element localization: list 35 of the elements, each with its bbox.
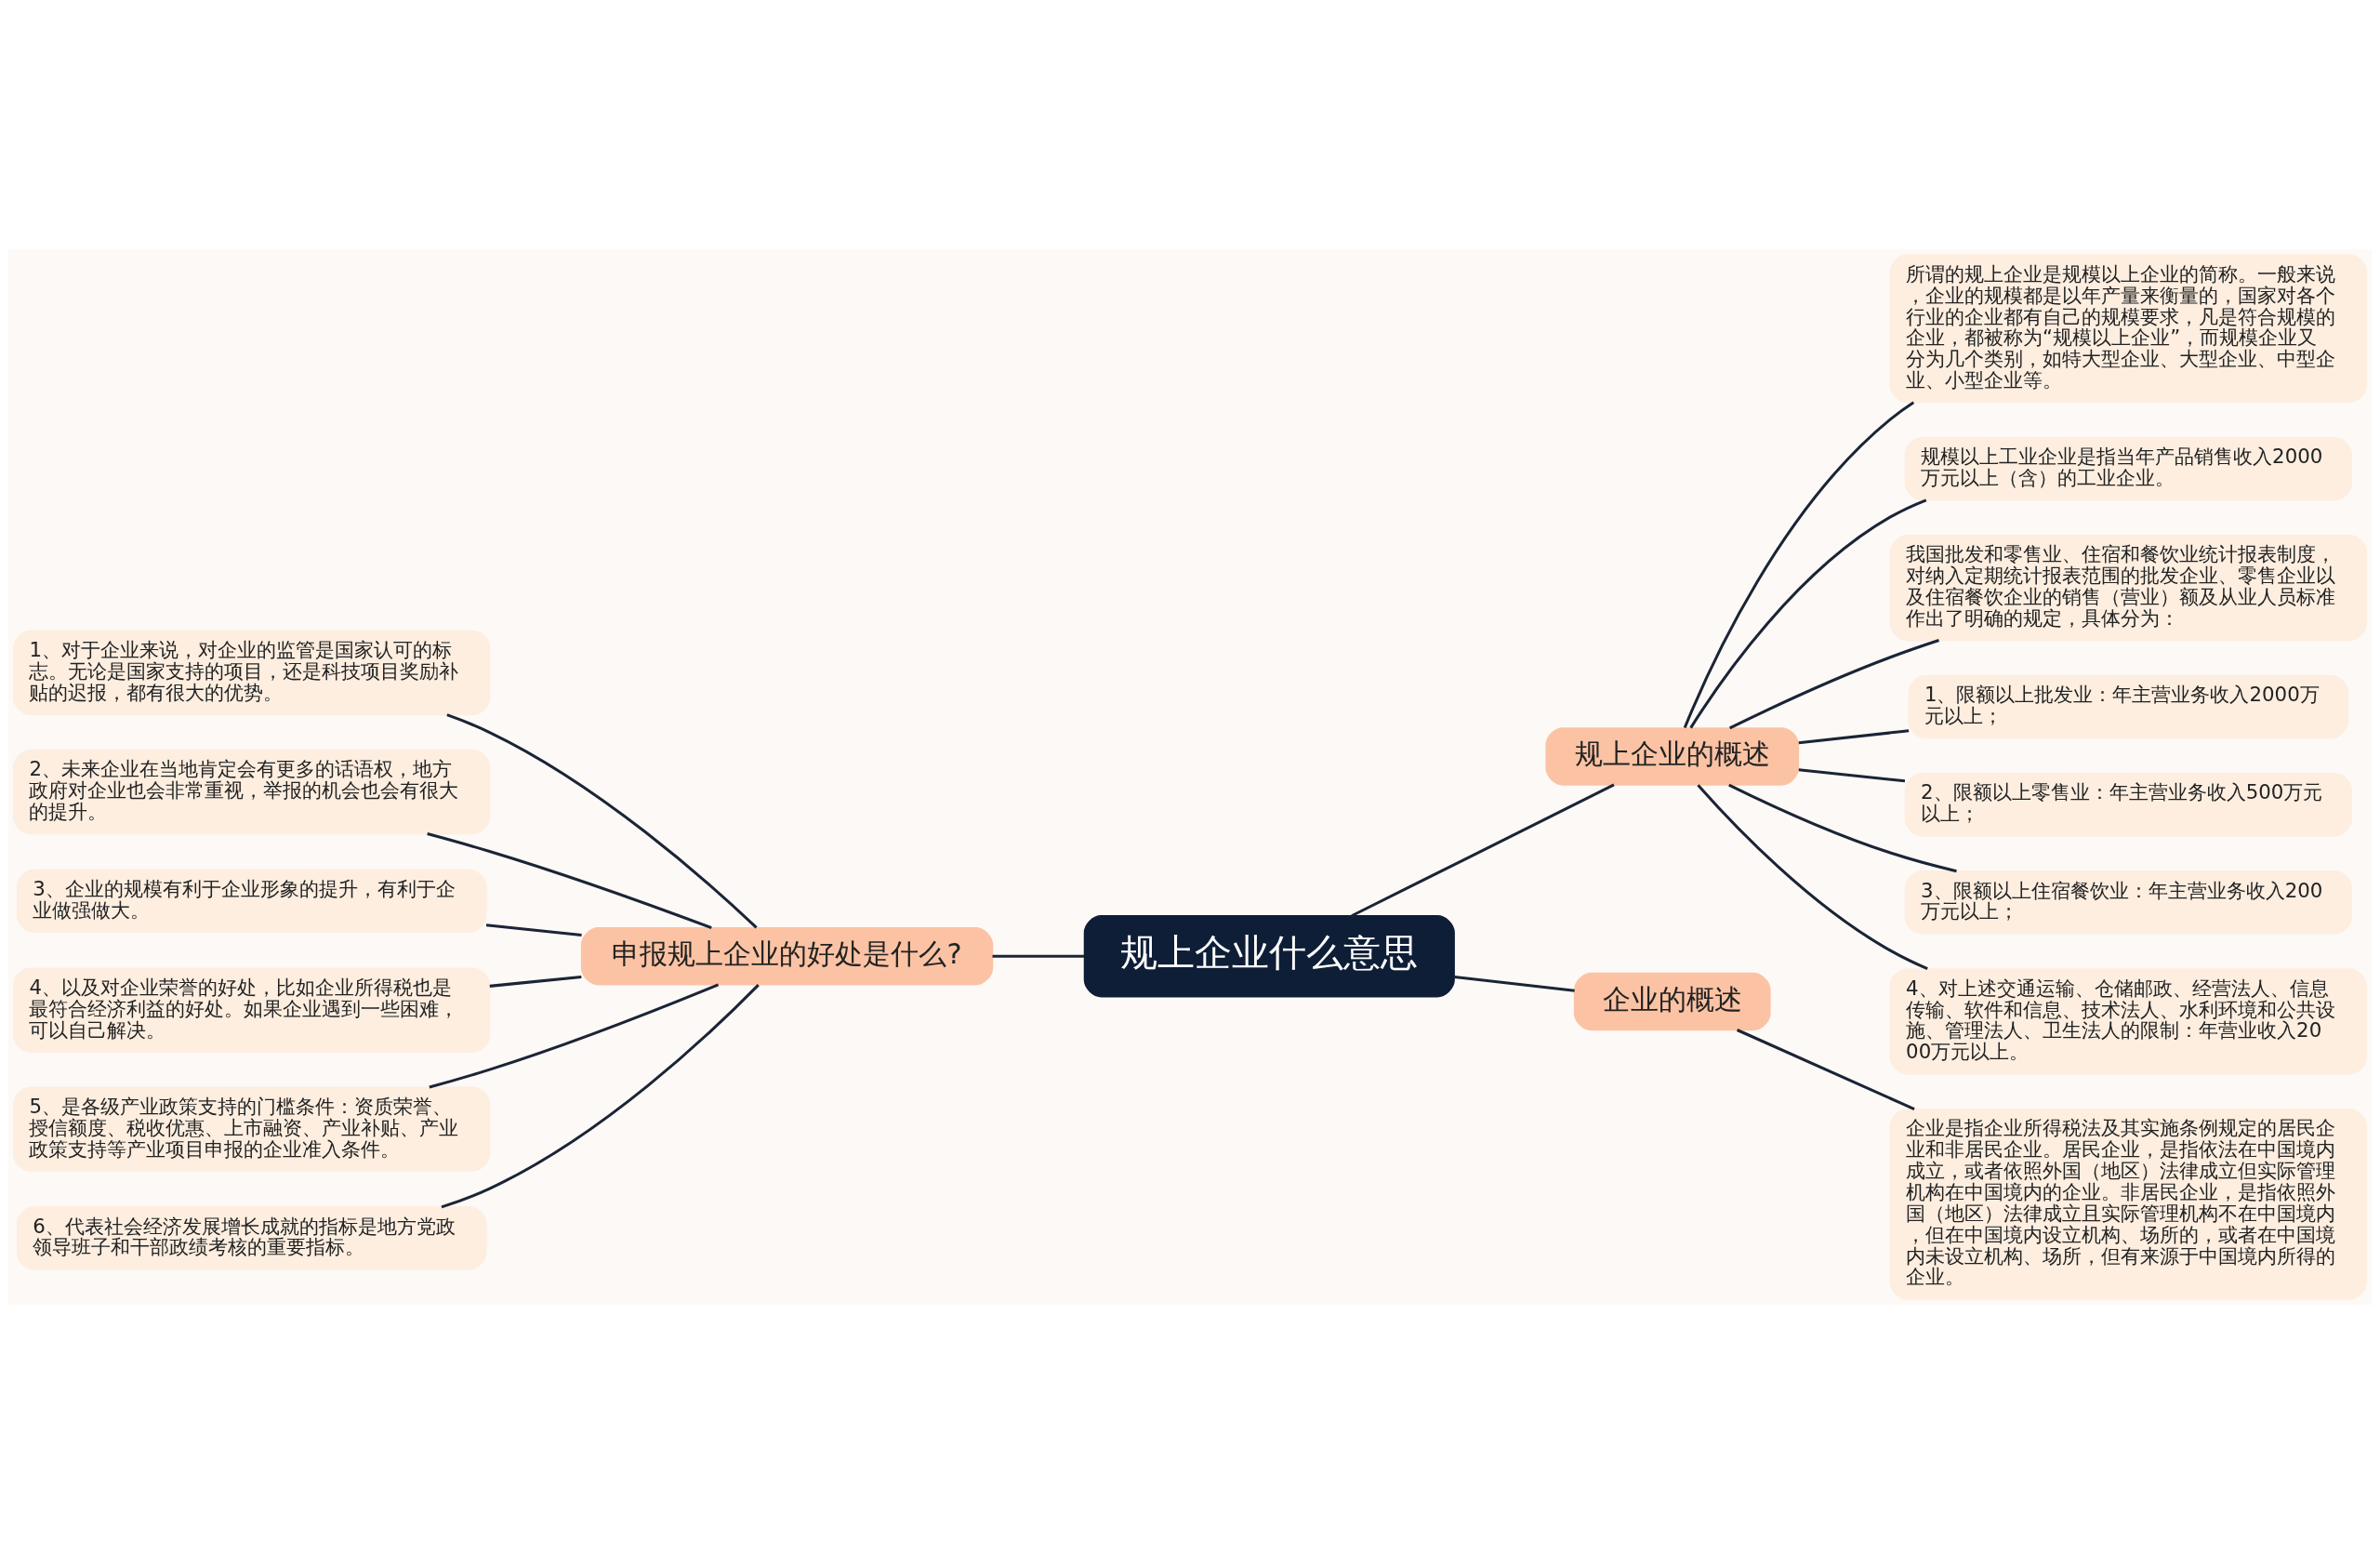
connector xyxy=(489,975,582,988)
node-box: 4、对上述交通运输、仓储邮政、经营法人、信息传输、软件和信息、技术法人、水利环境和公共设施、管理法人、卫生法人的限制：年营业收入2000万元以上。 xyxy=(1889,968,2368,1075)
node-box: 规模以上工业企业是指当年产品销售收入2000万元以上（含）的工业企业。 xyxy=(1904,436,2353,501)
connector xyxy=(1728,639,1939,730)
connector xyxy=(446,713,758,929)
connector xyxy=(485,923,582,936)
node-box: 3、限额以上住宿餐饮业：年主营业务收入200万元以上； xyxy=(1904,870,2353,935)
connector xyxy=(441,984,760,1209)
node-box: 规上企业什么意思 xyxy=(1083,915,1455,998)
connector xyxy=(1798,729,1910,745)
connector xyxy=(1736,1029,1915,1111)
connector xyxy=(1697,784,1928,971)
connector xyxy=(1454,976,1575,992)
connector xyxy=(1683,401,1915,729)
node-box: 3、企业的规模有利于企业形象的提升，有利于企业做强做大。 xyxy=(16,869,487,934)
node-box: 我国批发和零售业、住宿和餐饮业统计报表制度，对纳入定期统计报表范围的批发企业、零售企业以及住宿餐饮企业的销售（营业）额及从业人员标准作出了明确的规定，具体分为： xyxy=(1889,535,2368,642)
node-box: 2、未来企业在当地肯定会有更多的话语权，地方政府对企业也会非常重视，举报的机会也会有很大的提升。 xyxy=(13,749,491,835)
connector xyxy=(427,832,712,930)
connector xyxy=(1351,783,1615,918)
node-box: 1、对于企业来说，对企业的监管是国家认可的标志。无论是国家支持的项目，还是科技项目奖励补贴的迟报，都有很大的优势。 xyxy=(13,630,491,716)
connector xyxy=(1689,498,1927,729)
node-box: 申报规上企业的好处是什么? xyxy=(580,927,994,986)
node-box: 企业是指企业所得税法及其实施条例规定的居民企业和非居民企业。居民企业，是指依法在中国境内成立，或者依照外国（地区）法律成立但实际管理机构在中国境内的企业。非居民企业，是指依照外国（地区）法律成立且实际管理机构不在中国境内，但在中国境内设立机构、场所的，或者在中国境内未设立机构、场所，但有来源于中国境内所得的企业。 xyxy=(1889,1109,2368,1300)
node-box: 企业的概述 xyxy=(1573,972,1771,1031)
node-box: 1、限额以上批发业：年主营业务收入2000万元以上； xyxy=(1908,674,2349,739)
node-box: 6、代表社会经济发展增长成就的指标是地方党政领导班子和干部政绩考核的重要指标。 xyxy=(16,1206,487,1270)
connector xyxy=(1798,768,1906,783)
node-box: 4、以及对企业荣誉的好处，比如企业所得税也是最符合经济利益的好处。如果企业遇到一些困难，可以自己解决。 xyxy=(13,967,491,1053)
connector xyxy=(429,983,720,1089)
node-box: 5、是各级产业政策支持的门槛条件：资质荣誉、授信额度、税收优惠、上市融资、产业补贴、产业政策支持等产业项目申报的企业准入条件。 xyxy=(13,1086,491,1172)
node-box: 2、限额以上零售业：年主营业务收入500万元以上； xyxy=(1904,772,2353,837)
node-box: 规上企业的概述 xyxy=(1545,727,1800,786)
connector xyxy=(992,954,1085,958)
connector xyxy=(1728,783,1957,873)
node-box: 所谓的规上企业是规模以上企业的简称。一般来说，企业的规模都是以年产量来衡量的，国家对各个行业的企业都有自己的规模要求，凡是符合规模的企业，都被称为“规模以上企业”，而规模企业又分为几个类别，如特大型企业、大型企业、中型企业、小型企业等。 xyxy=(1889,254,2368,404)
